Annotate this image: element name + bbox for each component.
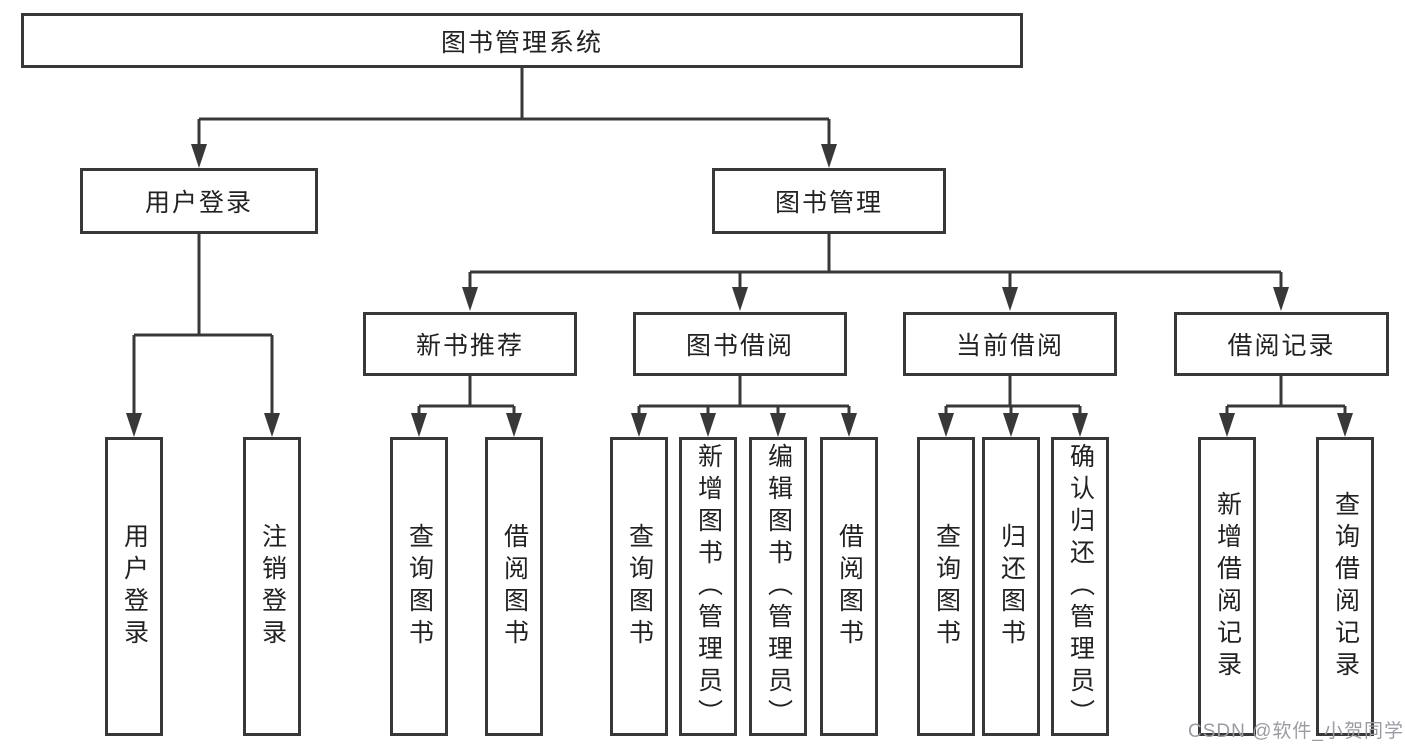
leaf-borrow-books-recommend: 借阅图书 — [485, 437, 543, 736]
node-label: 图书借阅 — [685, 332, 794, 360]
leaf-label: 注销登录 — [258, 522, 287, 651]
arrowhead — [841, 413, 857, 437]
node-label: 图书管理系统 — [440, 28, 603, 57]
leaf-add-books-admin: 新增图书（管理员） — [679, 437, 737, 736]
arrowhead — [411, 413, 427, 437]
arrowhead — [1002, 287, 1018, 311]
connector-user-login-to-leaves — [126, 234, 280, 437]
leaf-add-borrow-record: 新增借阅记录 — [1198, 437, 1256, 736]
arrowhead — [1072, 413, 1088, 437]
arrowhead — [506, 413, 522, 437]
node-label: 借阅记录 — [1227, 332, 1336, 360]
arrowhead — [821, 144, 837, 168]
node-label: 新书推荐 — [415, 332, 524, 360]
node-label: 用户登录 — [144, 189, 253, 217]
connector-borrow-records-to-leaves — [1219, 376, 1353, 437]
leaf-query-books-borrow: 查询图书 — [610, 437, 668, 736]
leaf-logout: 注销登录 — [243, 437, 301, 736]
leaf-query-books-recommend: 查询图书 — [390, 437, 448, 736]
node-label: 当前借阅 — [955, 332, 1064, 360]
leaf-label: 归还图书 — [997, 522, 1026, 651]
leaf-user-login: 用户登录 — [105, 437, 163, 736]
leaf-label: 新增借阅记录 — [1213, 490, 1242, 683]
arrowhead — [1219, 413, 1235, 437]
node-borrow-records: 借阅记录 — [1174, 312, 1389, 376]
connector-book-borrow-to-leaves — [631, 376, 857, 437]
node-book-management: 图书管理 — [712, 168, 946, 234]
leaf-edit-books-admin: 编辑图书（管理员） — [749, 437, 807, 736]
node-current-borrow: 当前借阅 — [903, 312, 1117, 376]
leaf-label: 查询借阅记录 — [1331, 490, 1360, 683]
node-root-system: 图书管理系统 — [21, 13, 1023, 68]
leaf-label: 借阅图书 — [835, 522, 864, 651]
arrowhead — [700, 413, 716, 437]
node-new-book-recommend: 新书推荐 — [363, 312, 577, 376]
leaf-query-books-current: 查询图书 — [917, 437, 975, 736]
arrowhead — [1273, 287, 1289, 311]
arrowhead — [770, 413, 786, 437]
arrowhead — [126, 413, 142, 437]
arrowhead — [462, 287, 478, 311]
leaf-label: 用户登录 — [120, 522, 149, 651]
connector-new-book-recommend-to-leaves — [411, 376, 522, 437]
leaf-return-books: 归还图书 — [982, 437, 1040, 736]
leaf-label: 确认归还（管理员） — [1066, 442, 1095, 731]
connector-root-to-level2 — [191, 67, 837, 168]
watermark: CSDN @软件_小贺同学 — [1188, 721, 1404, 742]
connector-current-borrow-to-leaves — [938, 376, 1088, 437]
arrowhead — [264, 413, 280, 437]
arrowhead — [732, 287, 748, 311]
connector-book-management-to-level3 — [462, 234, 1289, 311]
leaf-label: 查询图书 — [932, 522, 961, 651]
leaf-label: 借阅图书 — [500, 522, 529, 651]
leaf-label: 查询图书 — [625, 522, 654, 651]
leaf-borrow-books: 借阅图书 — [820, 437, 878, 736]
node-label: 图书管理 — [774, 189, 883, 217]
leaf-label: 新增图书（管理员） — [694, 442, 723, 731]
leaf-label: 编辑图书（管理员） — [764, 442, 793, 731]
leaf-query-borrow-record: 查询借阅记录 — [1316, 437, 1374, 736]
leaf-confirm-return-admin: 确认归还（管理员） — [1051, 437, 1109, 736]
arrowhead — [1003, 413, 1019, 437]
leaf-label: 查询图书 — [405, 522, 434, 651]
node-user-login: 用户登录 — [80, 168, 318, 234]
arrowhead — [938, 413, 954, 437]
arrowhead — [191, 144, 207, 168]
node-book-borrow: 图书借阅 — [633, 312, 847, 376]
arrowhead — [631, 413, 647, 437]
arrowhead — [1337, 413, 1353, 437]
